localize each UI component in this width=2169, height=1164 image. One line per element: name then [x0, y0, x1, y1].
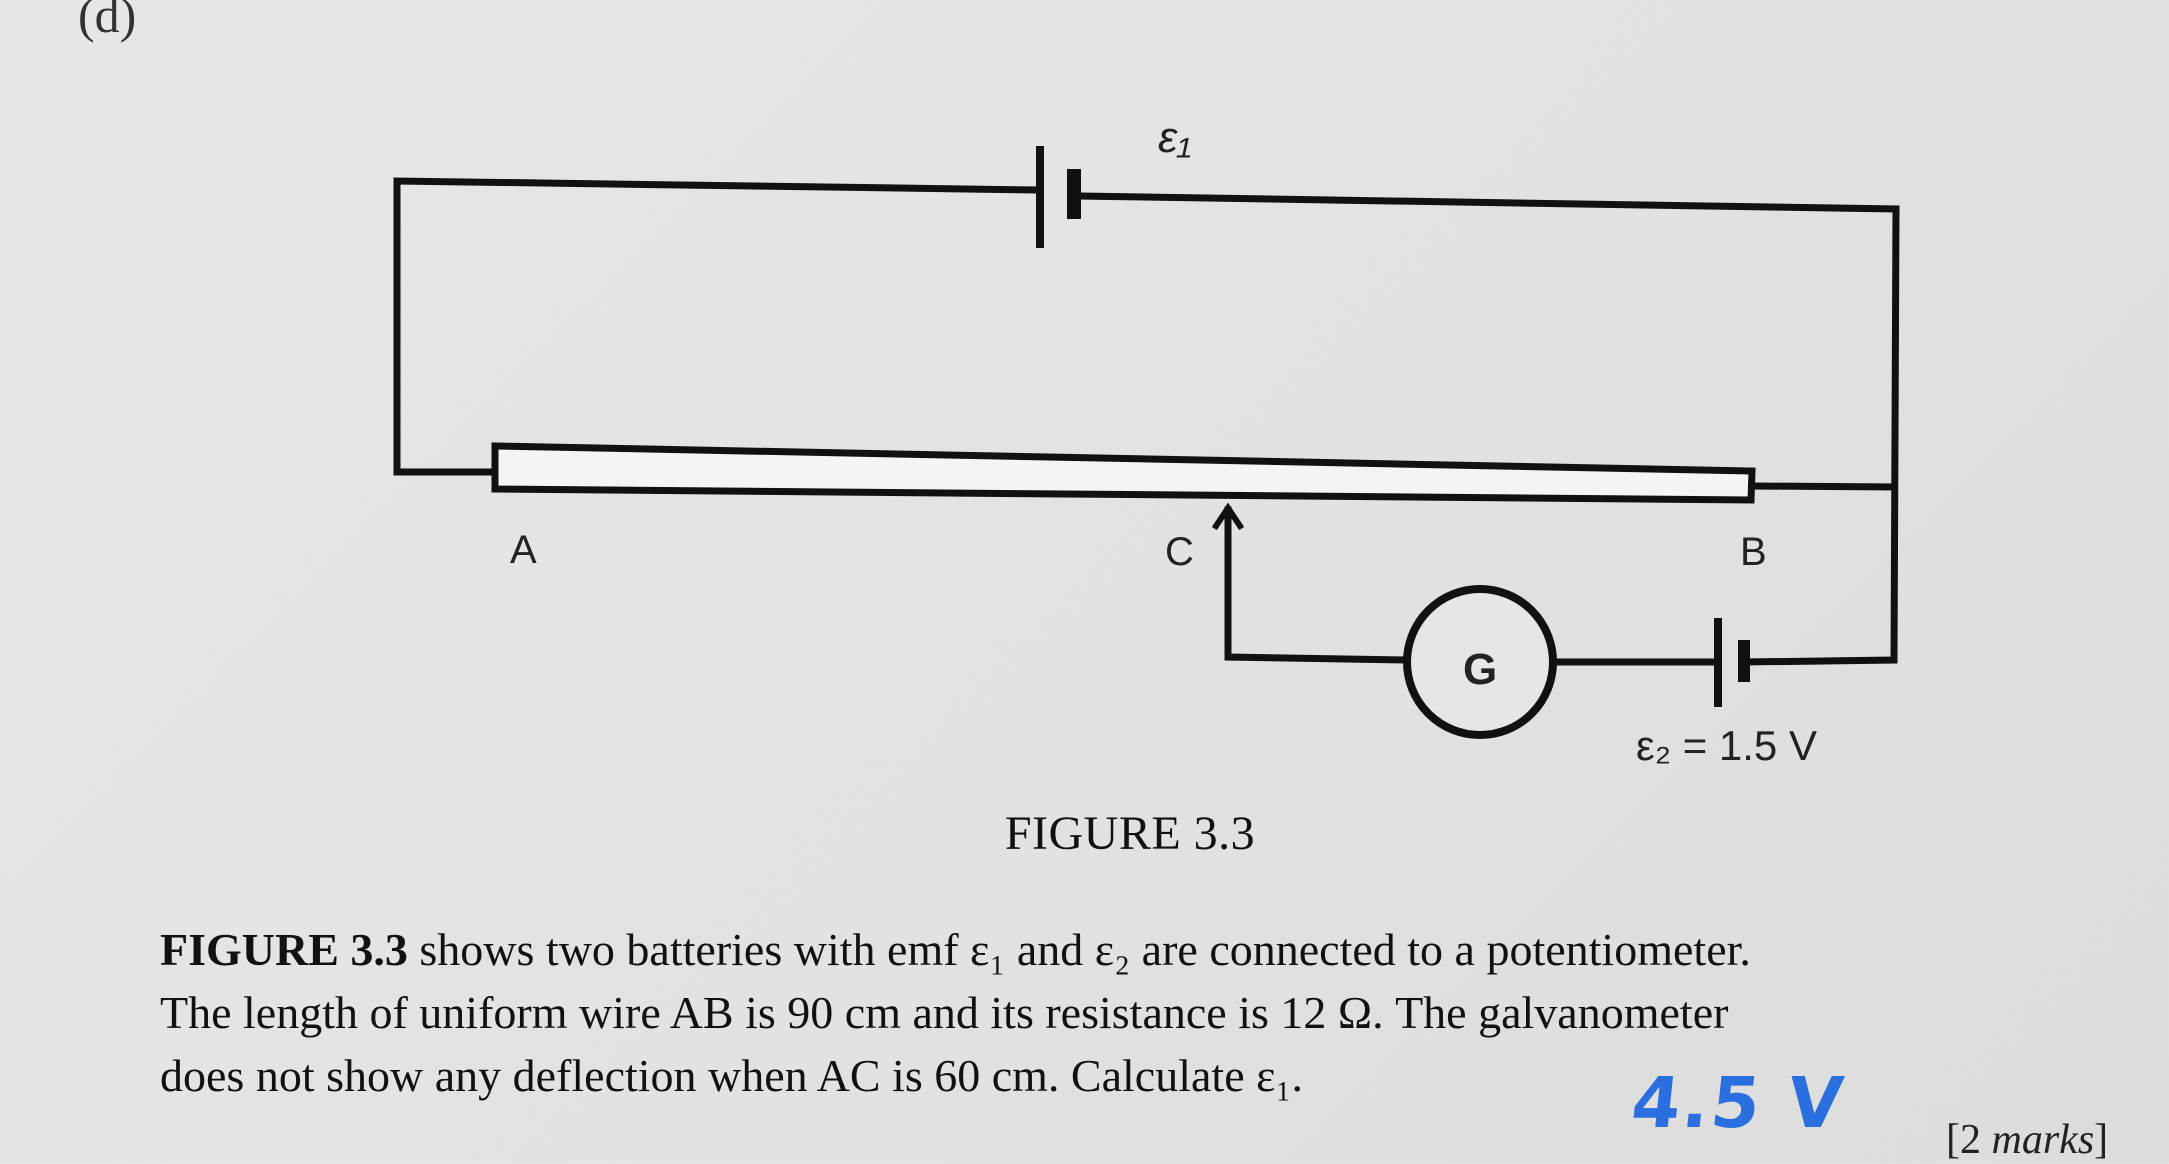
emf1-label: ε₁ — [1158, 113, 1191, 162]
top-right-wire — [1076, 192, 1900, 666]
emf2-label: ε₂ = 1.5 V — [1636, 722, 1817, 769]
point-b-label: B — [1740, 530, 1767, 574]
point-c-label: C — [1165, 530, 1194, 574]
part-label: (d) — [78, 0, 137, 43]
potentiometer-wire-ab — [491, 442, 1756, 504]
question-line-3: does not show any deflection when AC is … — [160, 1050, 1303, 1101]
marks-word: marks — [1991, 1117, 2095, 1163]
point-a-label: A — [510, 528, 537, 572]
galvanometer-label: G — [1463, 645, 1497, 694]
b-right-wire — [1748, 482, 1898, 491]
question-text: FIGURE 3.3 shows two batteries with emf … — [160, 918, 2150, 1107]
circuit-diagram: ε₁ A C B G ε₂ = 1.5 V — [393, 113, 1900, 769]
figure-caption: FIGURE 3.3 — [1004, 807, 1256, 860]
question-line-1-rest: shows two batteries with emf ε₁ and ε₂ a… — [407, 924, 1751, 975]
question-line-2: The length of uniform wire AB is 90 cm a… — [160, 987, 1729, 1038]
figure-reference: FIGURE 3.3 — [160, 924, 408, 975]
question-line-1: FIGURE 3.3 shows two batteries with emf … — [160, 918, 2150, 981]
handwritten-answer: 4.5 V — [1627, 1062, 1849, 1144]
galvanometer-branch-left — [1224, 506, 1412, 664]
slider-arrow — [1211, 502, 1245, 531]
top-left-wire — [393, 177, 1042, 476]
marks-label: [2 marks] — [1946, 1116, 2108, 1164]
marks-close: ] — [2094, 1117, 2109, 1163]
marks-open: [2 — [1946, 1117, 1992, 1163]
